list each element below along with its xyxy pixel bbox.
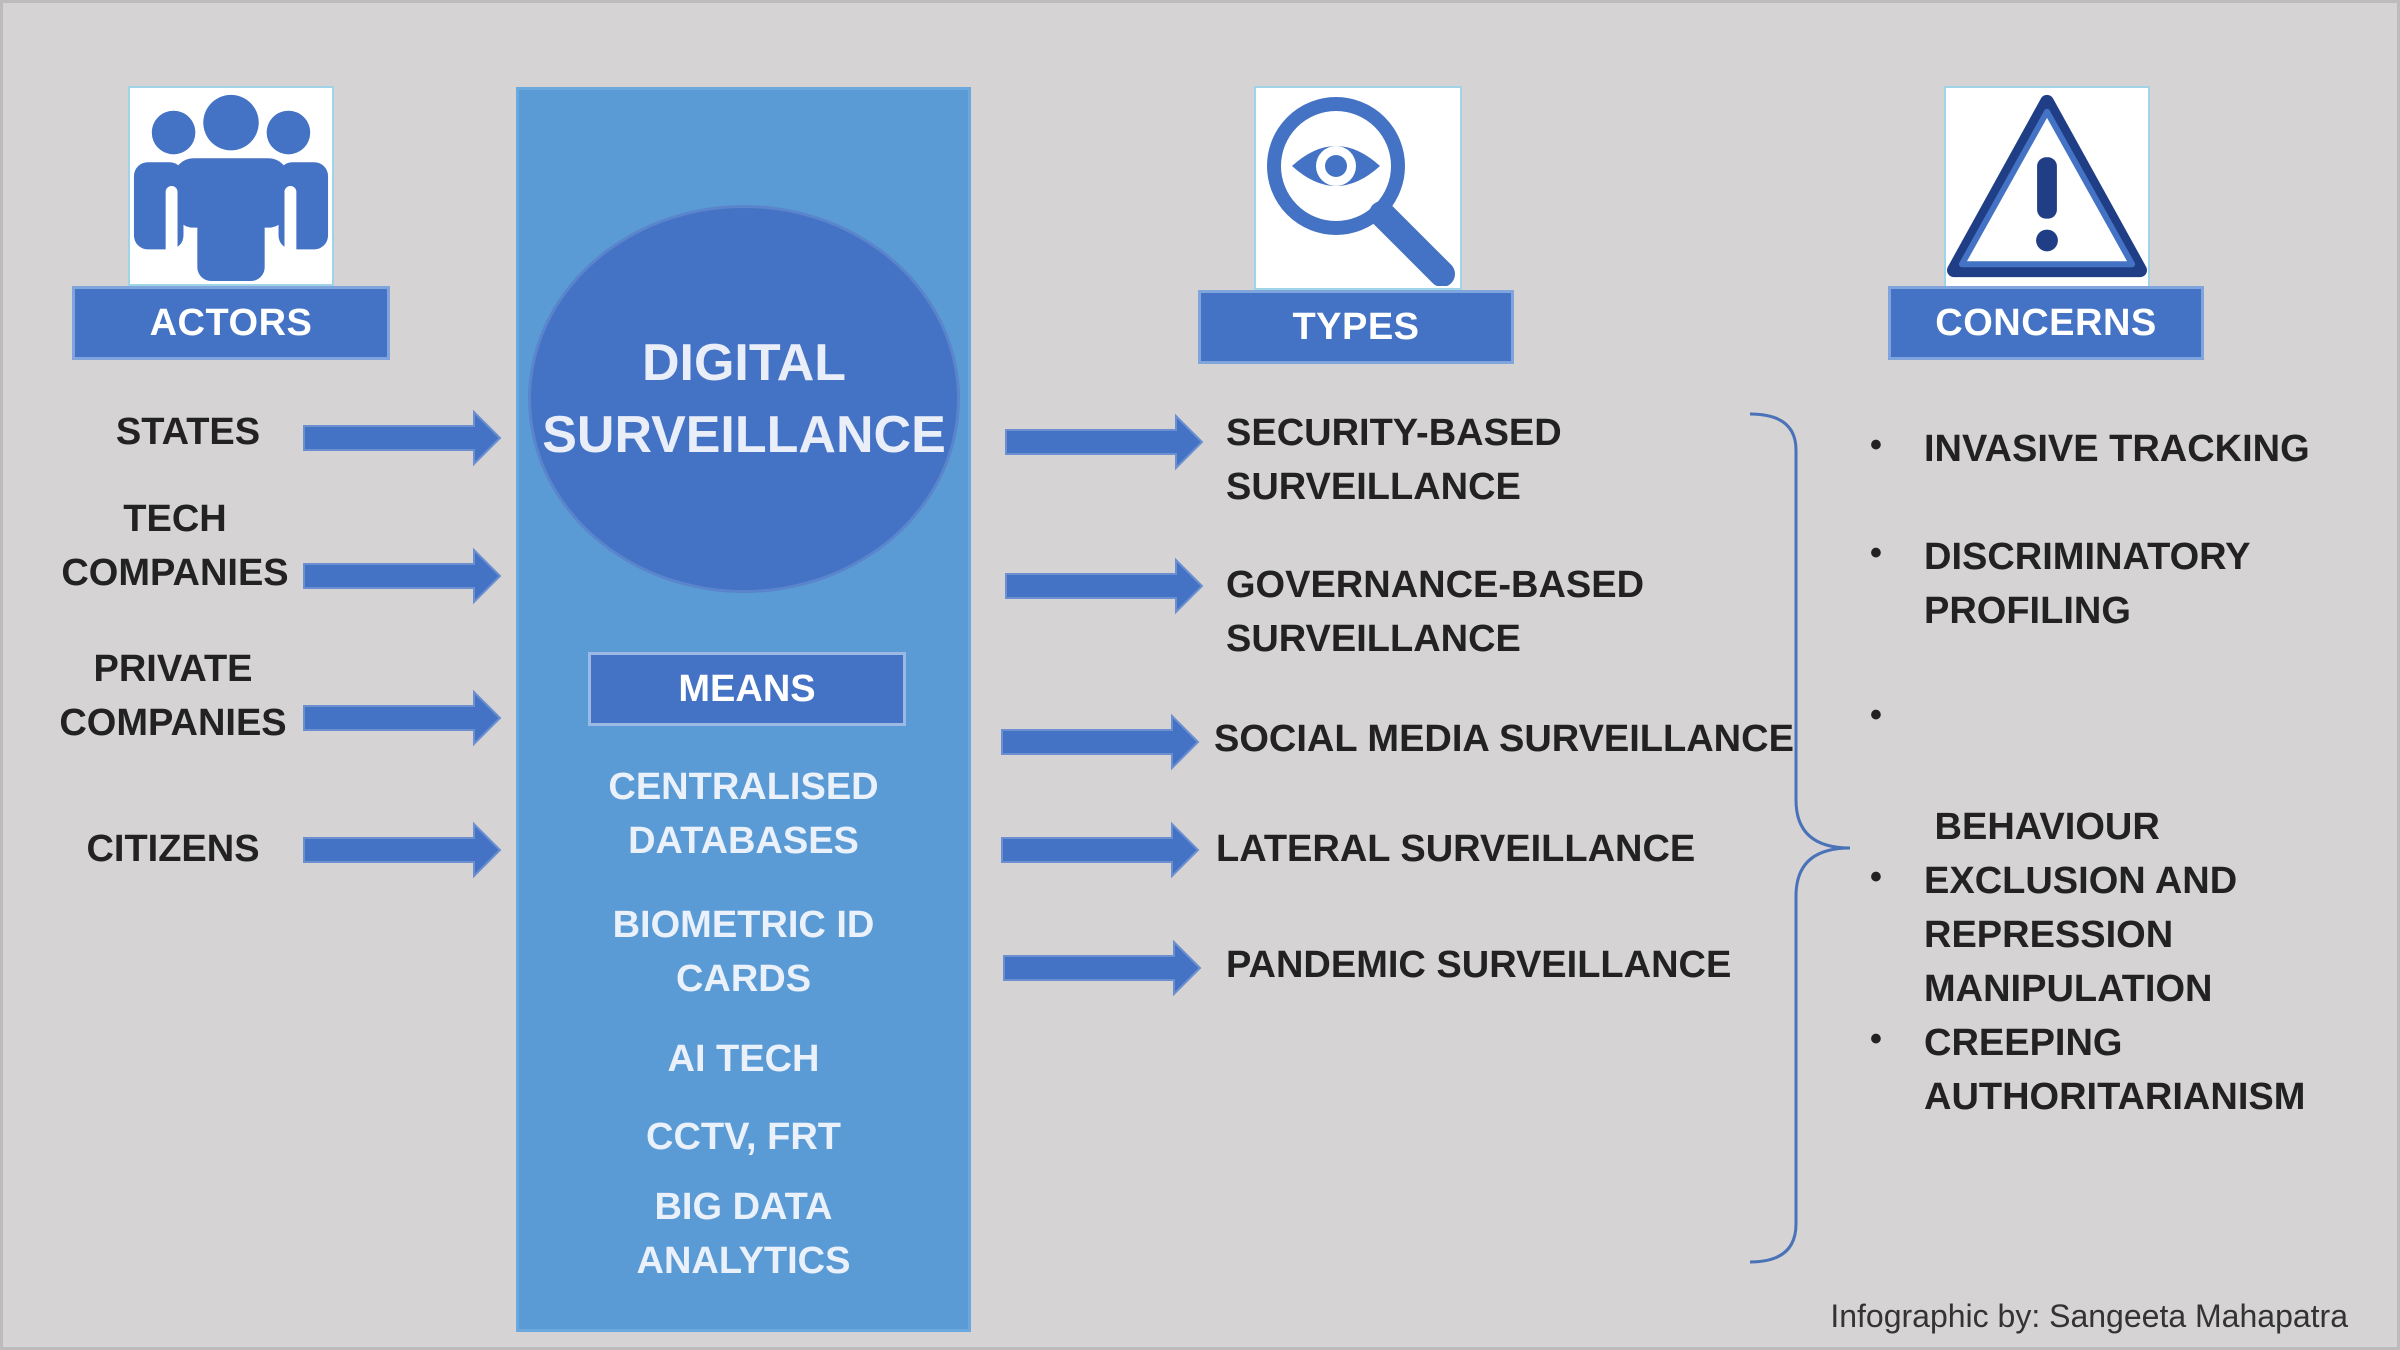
arrow-type-lateral bbox=[1001, 821, 1200, 879]
type-line: SECURITY-BASED bbox=[1226, 412, 1562, 454]
actors-icon-box bbox=[128, 86, 334, 286]
actor-line: TECH bbox=[123, 498, 227, 540]
type-security-based: SECURITY-BASED SURVEILLANCE bbox=[1226, 406, 1562, 514]
digital-surveillance-circle: DIGITAL SURVEILLANCE bbox=[528, 205, 960, 593]
concern-line: EXCLUSION AND bbox=[1924, 860, 2238, 902]
concern-bullet: • bbox=[1870, 858, 1882, 896]
concern-exclusion-repression: EXCLUSION AND REPRESSION bbox=[1924, 854, 2237, 962]
concern-invasive-tracking: INVASIVE TRACKING bbox=[1924, 422, 2310, 476]
arrow-private-companies bbox=[303, 689, 502, 747]
means-item-databases: CENTRALISED DATABASES bbox=[516, 760, 971, 868]
concern-bullet: • bbox=[1870, 534, 1882, 572]
type-lateral: LATERAL SURVEILLANCE bbox=[1216, 822, 1695, 876]
concerns-header-label: CONCERNS bbox=[1935, 301, 2157, 344]
types-icon-box bbox=[1254, 86, 1462, 290]
warning-triangle-icon bbox=[1946, 94, 2148, 278]
actor-tech-companies: TECH COMPANIES bbox=[25, 492, 325, 600]
actor-line: COMPANIES bbox=[59, 702, 287, 744]
actor-line: COMPANIES bbox=[61, 552, 289, 594]
arrow-type-governance bbox=[1005, 557, 1204, 615]
types-header-label: TYPES bbox=[1292, 305, 1420, 348]
means-item-big-data: BIG DATA ANALYTICS bbox=[516, 1180, 971, 1288]
means-item-ai-tech: AI TECH bbox=[516, 1032, 971, 1086]
means-line: CARDS bbox=[675, 958, 812, 1000]
means-line: DATABASES bbox=[628, 820, 859, 862]
people-group-icon bbox=[133, 94, 329, 282]
means-line: CENTRALISED bbox=[608, 766, 879, 808]
means-label: MEANS bbox=[588, 652, 906, 726]
type-line: LATERAL SURVEILLANCE bbox=[1216, 828, 1696, 870]
grouping-brace bbox=[1749, 412, 1851, 1264]
means-item-biometric: BIOMETRIC ID CARDS bbox=[516, 898, 971, 1006]
arrow-type-pandemic bbox=[1003, 939, 1202, 997]
means-line: ANALYTICS bbox=[636, 1240, 851, 1282]
center-title-line1: DIGITAL bbox=[641, 334, 847, 392]
actor-line: PRIVATE bbox=[93, 648, 253, 690]
means-line: BIOMETRIC ID bbox=[612, 904, 875, 946]
means-line: CCTV, FRT bbox=[646, 1116, 841, 1158]
arrow-type-social-media bbox=[1001, 713, 1200, 771]
magnifier-eye-icon bbox=[1267, 97, 1455, 286]
concern-bullet: • bbox=[1870, 696, 1882, 734]
concern-line: BEHAVIOUR bbox=[1924, 806, 2160, 848]
type-pandemic: PANDEMIC SURVEILLANCE bbox=[1226, 938, 1731, 992]
type-line: SURVEILLANCE bbox=[1226, 466, 1521, 508]
means-label-text: MEANS bbox=[678, 667, 816, 710]
concern-line: AUTHORITARIANISM bbox=[1924, 1076, 2306, 1118]
arrow-tech-companies bbox=[303, 547, 502, 605]
type-line: GOVERNANCE-BASED bbox=[1226, 564, 1645, 606]
means-item-cctv: CCTV, FRT bbox=[516, 1110, 971, 1164]
types-header: TYPES bbox=[1198, 290, 1514, 364]
arrow-type-security bbox=[1005, 413, 1204, 471]
arrow-states bbox=[303, 409, 502, 467]
concern-line: CREEPING bbox=[1924, 1022, 2123, 1064]
type-governance-based: GOVERNANCE-BASED SURVEILLANCE bbox=[1226, 558, 1644, 666]
concerns-icon-box bbox=[1944, 86, 2150, 288]
concern-creeping-authoritarianism: CREEPING AUTHORITARIANISM bbox=[1924, 1016, 2305, 1124]
infographic-credit: Infographic by: Sangeeta Mahapatra bbox=[1830, 1298, 2348, 1334]
concern-bullet: • bbox=[1870, 426, 1882, 464]
type-line: SURVEILLANCE bbox=[1226, 618, 1521, 660]
concern-behaviour-manipulation: BEHAVIOUR MANIPULATION bbox=[1924, 692, 2213, 1070]
actor-line: STATES bbox=[115, 411, 261, 453]
means-line: AI TECH bbox=[667, 1038, 820, 1080]
arrow-citizens bbox=[303, 821, 502, 879]
actor-line: CITIZENS bbox=[86, 828, 260, 870]
type-line: PANDEMIC SURVEILLANCE bbox=[1226, 944, 1732, 986]
concerns-header: CONCERNS bbox=[1888, 286, 2204, 360]
actors-header-label: ACTORS bbox=[149, 301, 313, 344]
actor-private-companies: PRIVATE COMPANIES bbox=[23, 642, 323, 750]
actors-header: ACTORS bbox=[72, 286, 390, 360]
means-line: BIG DATA bbox=[654, 1186, 833, 1228]
concern-line: REPRESSION bbox=[1924, 914, 2174, 956]
type-social-media: SOCIAL MEDIA SURVEILLANCE bbox=[1214, 712, 1794, 766]
concern-bullet: • bbox=[1870, 1020, 1882, 1058]
actor-citizens: CITIZENS bbox=[23, 822, 323, 876]
concern-line: PROFILING bbox=[1924, 590, 2131, 632]
concern-line: DISCRIMINATORY bbox=[1924, 536, 2251, 578]
type-line: SOCIAL MEDIA SURVEILLANCE bbox=[1214, 718, 1794, 760]
concern-line: MANIPULATION bbox=[1924, 968, 2213, 1010]
concern-line: INVASIVE TRACKING bbox=[1924, 428, 2310, 470]
center-title-line2: SURVEILLANCE bbox=[542, 406, 946, 464]
actor-states: STATES bbox=[38, 405, 338, 459]
concern-discriminatory-profiling: DISCRIMINATORY PROFILING bbox=[1924, 530, 2251, 638]
